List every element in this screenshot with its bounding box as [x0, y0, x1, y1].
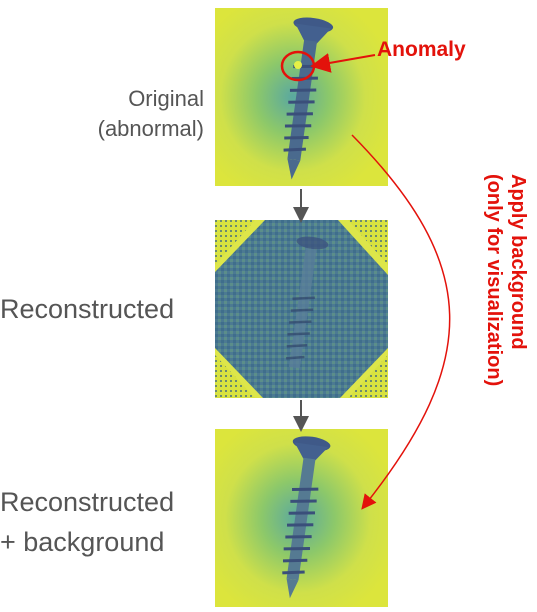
reconstructed-background-line2: + background [0, 527, 165, 557]
reconstructed-background-line1: Reconstructed [0, 487, 175, 517]
apply-background-line1: Apply background [507, 174, 529, 350]
reconstructed-image [215, 220, 388, 398]
anomaly-arrow [310, 53, 376, 73]
original-label-line1: Original [128, 86, 204, 111]
anomaly-circle [280, 50, 316, 82]
original-label: Original (abnormal) [98, 84, 204, 144]
reconstructed-label: Reconstructed [0, 294, 175, 324]
reconstructed-background-label: Reconstructed + background [0, 482, 174, 562]
apply-background-annotation: Apply background (only for visualization… [483, 174, 529, 386]
anomaly-annotation: Anomaly [377, 38, 466, 61]
apply-background-line2: (only for visualization) [483, 174, 505, 386]
original-label-line2: (abnormal) [97, 116, 204, 141]
reconstructed-with-background-image [215, 429, 388, 607]
apply-background-arrow [351, 134, 451, 510]
